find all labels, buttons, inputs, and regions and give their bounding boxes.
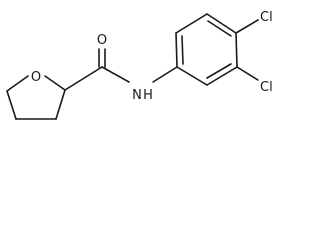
- carbonyl-oxygen-label: O: [97, 33, 107, 48]
- bond-ar3-ar4: [206, 13, 237, 34]
- bond-c2-carbonyl-c: [64, 66, 103, 91]
- bond-carbonyl-c-n: [101, 66, 130, 83]
- tetrahydrofuran-ring: [6, 75, 66, 120]
- bond-ar2-ar3: [175, 13, 208, 34]
- ring-oxygen-label: O: [31, 70, 41, 85]
- bond-c2-o1: [44, 75, 66, 91]
- bond-ar1-ar2: [175, 32, 178, 68]
- bond-c3-c2: [55, 89, 66, 120]
- bond-c5-c4: [6, 90, 17, 120]
- bond-ar5-cl: [236, 66, 259, 81]
- bond-o1-c5: [6, 75, 29, 92]
- chlorine-4-label: Cl: [260, 10, 273, 25]
- bond-ar5-ar6-inner: [206, 63, 232, 79]
- bond-ar4-ar5: [235, 32, 238, 68]
- chemical-structure-diagram: O O N H Cl Cl: [6, 10, 273, 120]
- dichlorophenyl-ring: [175, 13, 259, 86]
- amide-group: [64, 48, 178, 91]
- chlorine-3-label: Cl: [260, 80, 273, 95]
- bond-ar6-ar1: [176, 66, 208, 86]
- bond-n-aryl-c: [152, 66, 178, 83]
- bond-ar5-ar6: [206, 66, 238, 86]
- amide-hydrogen-label: H: [143, 88, 153, 103]
- bond-ar1-ar2-inner: [181, 35, 184, 65]
- amide-nitrogen-label: N: [132, 88, 142, 103]
- bond-ar4-cl: [235, 19, 259, 34]
- bond-ar3-ar4-inner: [207, 20, 232, 37]
